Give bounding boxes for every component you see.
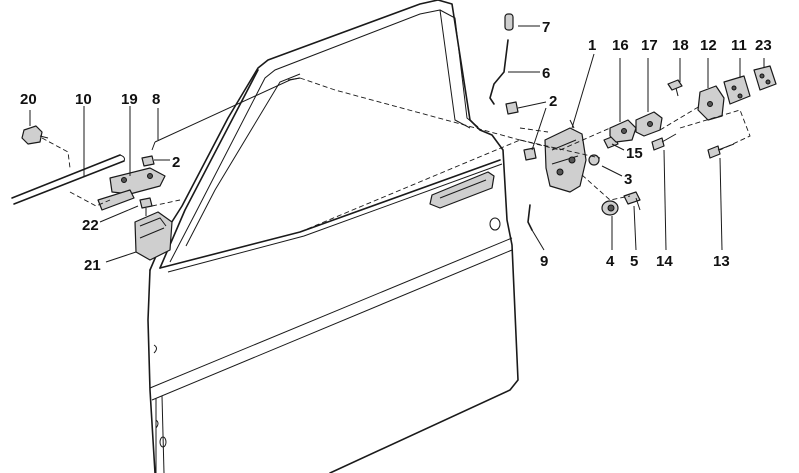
- callout-15: 15: [626, 145, 643, 162]
- callout-6: 6: [542, 65, 550, 82]
- part-17-bracket: [635, 111, 663, 137]
- callout-2-left: 2: [172, 154, 180, 171]
- callout-19: 19: [121, 91, 138, 108]
- callout-2-right: 2: [549, 93, 557, 110]
- part-20-bolt: [21, 125, 49, 145]
- callout-13: 13: [713, 253, 730, 270]
- door-shell: [147, 0, 521, 473]
- callout-8: 8: [152, 91, 160, 108]
- part-13-bolt: [707, 143, 735, 159]
- part-16-striker: [609, 119, 637, 143]
- callout-22: 22: [82, 217, 99, 234]
- part-9-rod: [527, 204, 533, 231]
- part-5-screw: [623, 191, 641, 211]
- part-11-plate: [723, 75, 751, 105]
- callout-20: 20: [20, 91, 37, 108]
- callout-7: 7: [542, 19, 550, 36]
- callout-21: 21: [84, 257, 101, 274]
- callout-3: 3: [624, 171, 632, 188]
- part-7-sleeve: [504, 13, 514, 31]
- callout-18: 18: [672, 37, 689, 54]
- part-1-lock: [544, 119, 587, 193]
- callout-4: 4: [606, 253, 615, 270]
- callout-labels: 20 10 19 8 2 22 21 7 6 2 1 16 17 18 12 1…: [20, 19, 772, 274]
- part-18-screw: [667, 79, 683, 97]
- part-3-nut: [588, 154, 600, 166]
- part-14-bolt: [651, 133, 677, 151]
- part-19-bracket: [97, 167, 166, 211]
- callout-10: 10: [75, 91, 92, 108]
- part-10-strip: [11, 154, 125, 205]
- part-22-screw: [139, 197, 153, 216]
- callout-14: 14: [656, 253, 673, 270]
- callout-16: 16: [612, 37, 629, 54]
- callout-11: 11: [731, 37, 747, 54]
- callout-1: 1: [588, 37, 596, 54]
- part-4-washer: [601, 200, 619, 216]
- part-8-rod: [151, 77, 301, 151]
- assembly-lines: [41, 105, 751, 233]
- leader-lines: [29, 25, 765, 263]
- callout-23: 23: [755, 37, 772, 54]
- callout-9: 9: [540, 253, 548, 270]
- callout-17: 17: [641, 37, 658, 54]
- part-2-clip-left: [141, 155, 155, 167]
- callout-12: 12: [700, 37, 717, 54]
- callout-5: 5: [630, 253, 638, 270]
- part-2-clips-right: [505, 101, 537, 161]
- part-6-rod: [489, 39, 509, 105]
- part-12-hinge: [697, 85, 725, 121]
- part-23-plate: [753, 65, 777, 91]
